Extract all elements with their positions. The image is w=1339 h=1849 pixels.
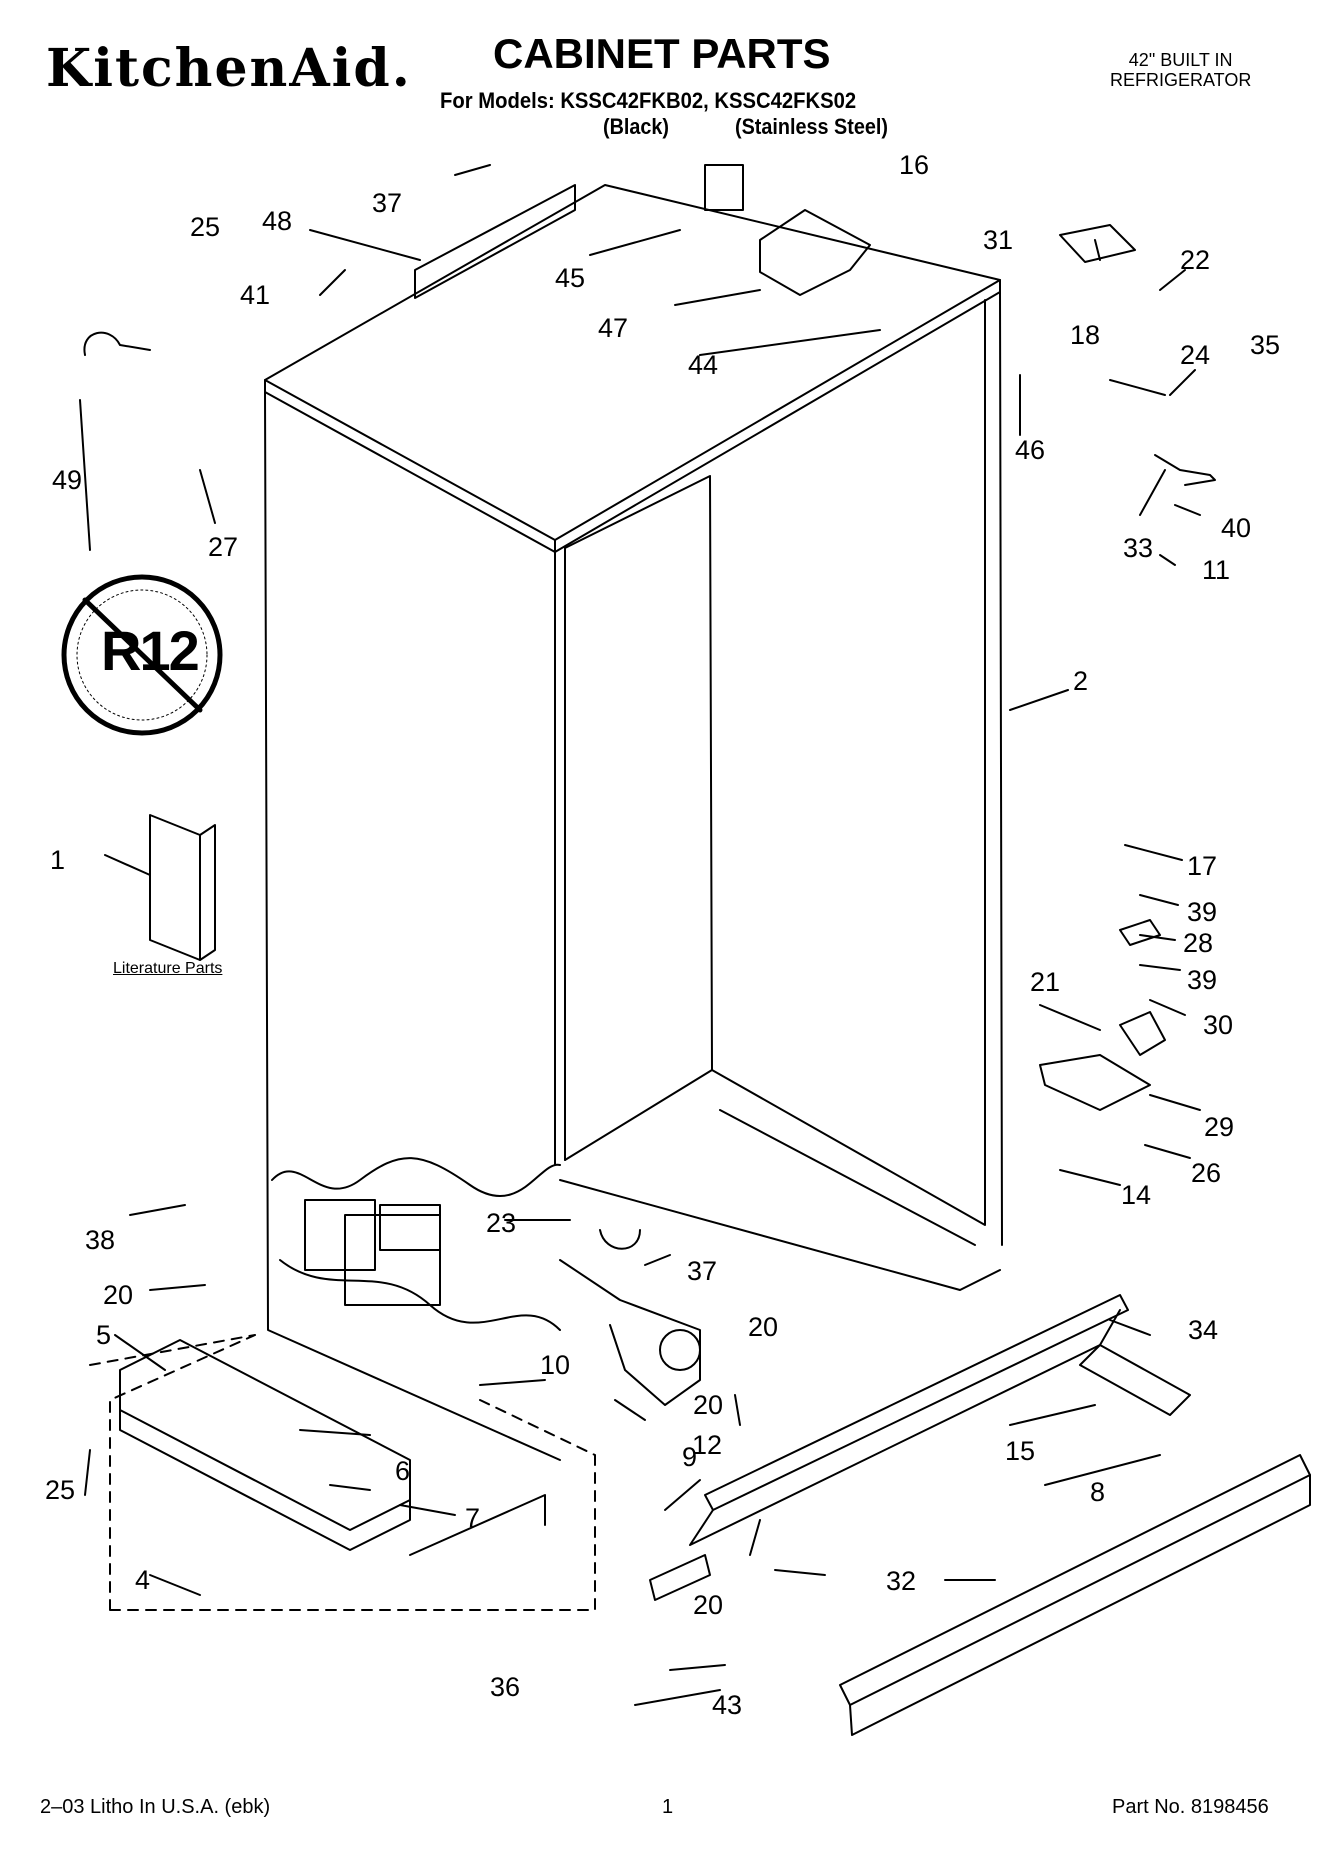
callout: 10 bbox=[540, 1350, 571, 1380]
callout: 20 bbox=[748, 1312, 779, 1342]
product-type: 42" BUILT IN REFRIGERATOR bbox=[1110, 50, 1251, 90]
assembly-outline bbox=[89, 1334, 596, 1611]
callout: 37 bbox=[372, 188, 403, 218]
callout: 48 bbox=[262, 206, 293, 236]
callout: 46 bbox=[1015, 435, 1046, 465]
callout: 9 bbox=[682, 1442, 698, 1472]
callout: 20 bbox=[693, 1590, 724, 1620]
filter-cylinder bbox=[1079, 1344, 1191, 1416]
callout: 20 bbox=[103, 1280, 134, 1310]
callout: 29 bbox=[1204, 1112, 1235, 1142]
callout: 33 bbox=[1123, 533, 1154, 563]
callout: 4 bbox=[135, 1565, 151, 1595]
hinge-18 bbox=[1059, 224, 1136, 263]
drain-funnel bbox=[559, 1259, 701, 1406]
variant-stainless: (Stainless Steel) bbox=[735, 114, 888, 139]
bracket-48 bbox=[414, 184, 576, 299]
callout: 49 bbox=[52, 465, 83, 495]
callout: 25 bbox=[45, 1475, 76, 1505]
hinge-28 bbox=[1119, 919, 1161, 946]
callout: 36 bbox=[490, 1672, 521, 1702]
callout: 8 bbox=[1090, 1477, 1106, 1507]
callout: 32 bbox=[886, 1566, 917, 1596]
callout: 39 bbox=[1187, 897, 1218, 927]
callout: 35 bbox=[1250, 330, 1281, 360]
page-number: 1 bbox=[662, 1796, 674, 1818]
product-line-2: REFRIGERATOR bbox=[1110, 70, 1252, 90]
cabinet-left-side bbox=[264, 391, 561, 1461]
callout: 15 bbox=[1005, 1436, 1036, 1466]
callout: 41 bbox=[240, 280, 271, 310]
product-line-1: 42" BUILT IN bbox=[1128, 50, 1233, 70]
callout: 28 bbox=[1183, 928, 1214, 958]
callout: 2 bbox=[1073, 666, 1089, 696]
callout: 18 bbox=[1070, 320, 1101, 350]
callout: 27 bbox=[208, 532, 239, 562]
hinge-21 bbox=[1119, 1011, 1166, 1056]
callout: 14 bbox=[1121, 1180, 1152, 1210]
callout: 31 bbox=[983, 225, 1014, 255]
callout: 45 bbox=[555, 263, 586, 293]
literature-label: Literature Parts bbox=[113, 960, 223, 977]
callout: 39 bbox=[1187, 965, 1218, 995]
callout: 7 bbox=[465, 1503, 481, 1533]
part-number: Part No. 8198456 bbox=[1112, 1796, 1269, 1818]
cabinet-top bbox=[264, 184, 1001, 541]
cabinet-right-side bbox=[999, 291, 1003, 1246]
callout: 11 bbox=[1202, 555, 1231, 585]
callout: 1 bbox=[50, 845, 66, 875]
callout: 44 bbox=[688, 350, 719, 380]
callout: 25 bbox=[190, 212, 221, 242]
callout: 38 bbox=[85, 1225, 116, 1255]
hinge-29 bbox=[1039, 1054, 1151, 1111]
variant-black: (Black) bbox=[603, 114, 670, 139]
callout: 30 bbox=[1203, 1010, 1234, 1040]
callout: 6 bbox=[395, 1456, 411, 1486]
callout: 12 bbox=[692, 1430, 723, 1460]
callout: 22 bbox=[1180, 245, 1211, 275]
callout: 37 bbox=[687, 1256, 718, 1286]
callout: 17 bbox=[1187, 851, 1218, 881]
page-title: CABINET PARTS bbox=[493, 30, 831, 77]
no-r12-badge bbox=[61, 574, 223, 736]
callout: 47 bbox=[598, 313, 629, 343]
callout: 43 bbox=[712, 1690, 743, 1720]
cabinet-opening bbox=[554, 299, 986, 1226]
models-line: For Models: KSSC42FKB02, KSSC42FKS02 bbox=[440, 88, 857, 113]
grille bbox=[704, 1294, 1129, 1511]
callout: 21 bbox=[1030, 967, 1061, 997]
callout: 16 bbox=[899, 150, 930, 180]
callout: 5 bbox=[96, 1320, 112, 1350]
litho-note: 2–03 Litho In U.S.A. (ebk) bbox=[40, 1796, 271, 1818]
callout: 40 bbox=[1221, 513, 1252, 543]
callout: 24 bbox=[1180, 340, 1211, 370]
literature-booklet bbox=[149, 814, 201, 961]
callout: 34 bbox=[1188, 1315, 1219, 1345]
kitchenaid-logo: KitchenAid. bbox=[46, 38, 412, 99]
callout: 26 bbox=[1191, 1158, 1222, 1188]
badge-text: R12 bbox=[101, 619, 200, 682]
callout: 20 bbox=[693, 1390, 724, 1420]
callout: 23 bbox=[486, 1208, 517, 1238]
